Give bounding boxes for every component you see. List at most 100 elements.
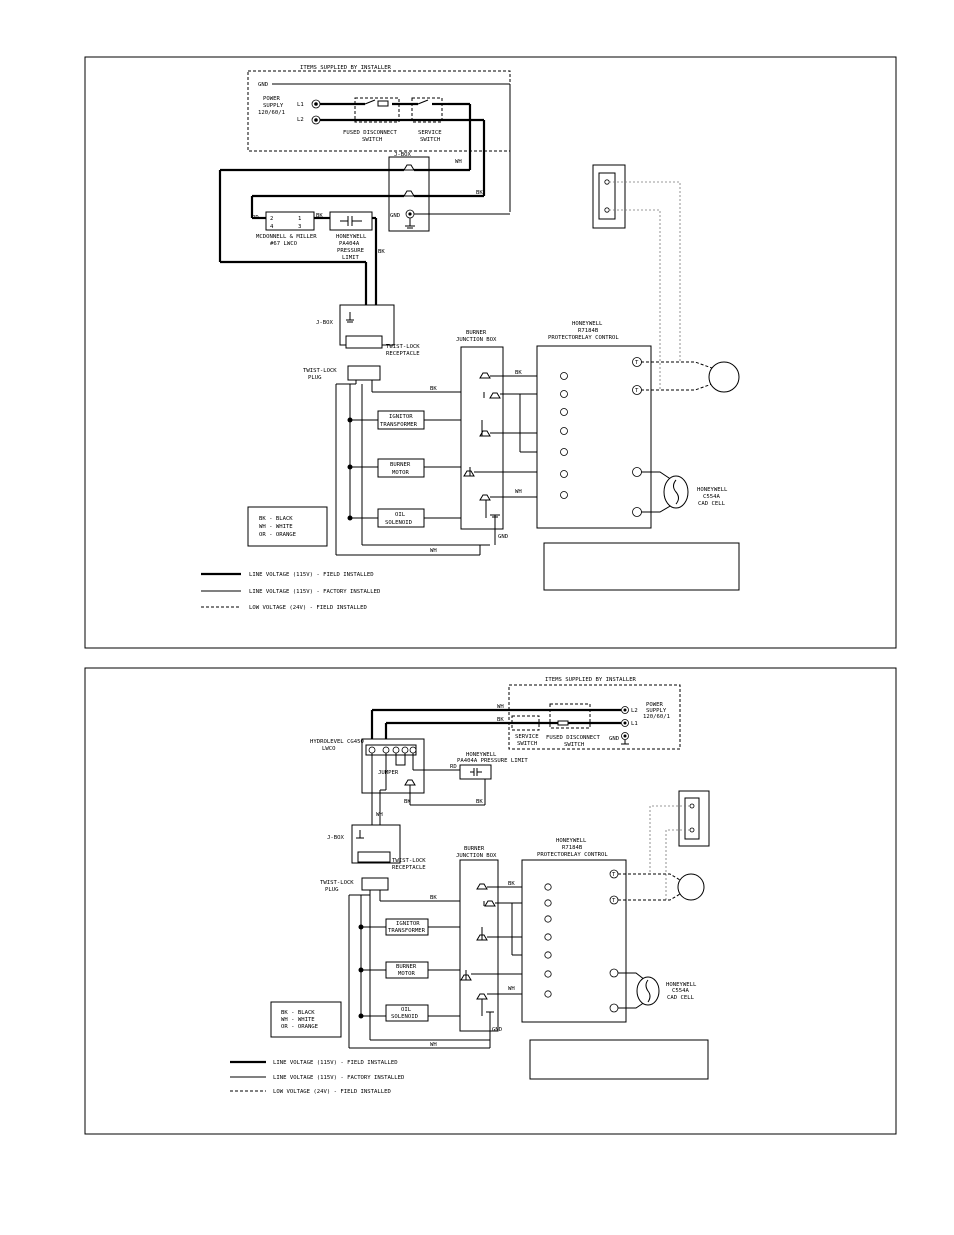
svg-text:PRESSURE: PRESSURE (337, 248, 365, 254)
svg-text:MCDONNELL & MILLER: MCDONNELL & MILLER (256, 234, 317, 240)
svg-text:PROTECTORELAY CONTROL: PROTECTORELAY CONTROL (548, 335, 619, 341)
gnd-label: GND (258, 82, 269, 88)
svg-text:T: T (612, 872, 616, 878)
svg-text:LINE VOLTAGE (115V) - FIELD IN: LINE VOLTAGE (115V) - FIELD INSTALLED (273, 1060, 398, 1066)
svg-text:JUMPER: JUMPER (378, 770, 399, 776)
twist-lock-receptacle-bottom (357, 851, 391, 863)
svg-text:120/60/1: 120/60/1 (258, 110, 285, 116)
svg-text:4: 4 (270, 224, 274, 230)
burner-motor-top (377, 458, 425, 478)
wire-nut (403, 190, 415, 197)
svg-text:WH: WH (497, 704, 504, 710)
oil-solenoid-bottom (385, 1004, 429, 1022)
svg-text:OIL: OIL (401, 1007, 412, 1013)
svg-text:WH: WH (455, 159, 462, 165)
diagram-top: ITEMS SUPPLIED BY INSTALLER GND POWER SU… (84, 56, 897, 649)
fused-disconnect-switch (354, 97, 400, 123)
svg-text:HONEYWELL: HONEYWELL (336, 234, 367, 240)
svg-text:WH: WH (430, 548, 437, 554)
color-legend-bottom (270, 1001, 342, 1038)
svg-text:BK: BK (430, 386, 437, 392)
svg-text:IGNITOR: IGNITOR (389, 414, 413, 420)
pressure-limit-bottom (459, 764, 492, 780)
svg-text:J-BOX: J-BOX (316, 320, 333, 326)
line-legend-factory: LINE VOLTAGE (115V) - FACTORY INSTALLED (249, 589, 381, 595)
power-supply-label: POWER (263, 96, 280, 102)
svg-text:BURNER: BURNER (464, 846, 485, 852)
twist-lock-plug-bottom (361, 877, 389, 891)
svg-text:BURNER: BURNER (390, 462, 411, 468)
svg-text:T: T (612, 898, 616, 904)
svg-text:BK - BLACK: BK - BLACK (281, 1010, 315, 1016)
svg-text:SWITCH: SWITCH (420, 137, 440, 143)
svg-text:PROTECTORELAY CONTROL: PROTECTORELAY CONTROL (537, 852, 608, 858)
svg-text:R7184B: R7184B (562, 845, 583, 851)
svg-text:BK: BK (378, 249, 385, 255)
svg-text:HONEYWELL: HONEYWELL (572, 321, 603, 327)
svg-text:PA404A PRESSURE LIMIT: PA404A PRESSURE LIMIT (457, 758, 528, 764)
svg-text:BK: BK (476, 190, 483, 196)
twist-lock-receptacle (345, 335, 383, 349)
svg-text:J-BOX: J-BOX (327, 835, 344, 841)
line-legend-field: LINE VOLTAGE (115V) - FIELD INSTALLED (249, 572, 374, 578)
svg-text:SERVICE: SERVICE (515, 734, 539, 740)
thermostat-circle (708, 361, 740, 393)
svg-text:C554A: C554A (703, 494, 720, 500)
svg-text:HONEYWELL: HONEYWELL (466, 752, 497, 758)
svg-text:GND: GND (390, 213, 401, 219)
svg-text:RECEPTACLE: RECEPTACLE (392, 865, 426, 871)
diagram-bottom-frame (84, 667, 897, 1135)
svg-text:JUNCTION BOX: JUNCTION BOX (456, 337, 497, 343)
svg-text:HONEYWELL: HONEYWELL (697, 487, 728, 493)
svg-text:JUNCTION BOX: JUNCTION BOX (456, 853, 497, 859)
svg-text:BK: BK (404, 799, 411, 805)
svg-text:120/60/1: 120/60/1 (643, 714, 670, 720)
line-legend-low: LOW VOLTAGE (24V) - FIELD INSTALLED (249, 605, 368, 611)
protectorelay-control-top (536, 345, 652, 529)
svg-text:OR - ORANGE: OR - ORANGE (259, 532, 297, 538)
svg-text:SWITCH: SWITCH (564, 742, 584, 748)
svg-text:OIL: OIL (395, 512, 406, 518)
svg-text:RECEPTACLE: RECEPTACLE (386, 351, 420, 357)
svg-text:FUSED DISCONNECT: FUSED DISCONNECT (343, 130, 398, 136)
svg-text:PA404A: PA404A (339, 241, 360, 247)
svg-text:IGNITOR: IGNITOR (396, 921, 420, 927)
svg-text:T: T (635, 388, 639, 394)
svg-text:PLUG: PLUG (308, 375, 322, 381)
svg-text:BK: BK (430, 895, 437, 901)
svg-text:SWITCH: SWITCH (517, 741, 537, 747)
svg-text:TWIST-LOCK: TWIST-LOCK (303, 368, 337, 374)
svg-text:HONEYWELL: HONEYWELL (556, 838, 587, 844)
svg-text:MOTOR: MOTOR (398, 971, 415, 977)
l2-label: L2 (297, 117, 304, 123)
svg-text:SWITCH: SWITCH (362, 137, 382, 143)
svg-text:BK: BK (316, 213, 323, 219)
protectorelay-control-bottom (521, 859, 627, 1023)
svg-text:HONEYWELL: HONEYWELL (666, 982, 697, 988)
svg-text:TRANSFORMER: TRANSFORMER (380, 422, 418, 428)
color-legend-top (247, 506, 328, 547)
svg-text:3: 3 (298, 224, 301, 230)
svg-text:BK: BK (508, 881, 515, 887)
l1-label: L1 (297, 102, 304, 108)
svg-text:WH - WHITE: WH - WHITE (281, 1017, 315, 1023)
svg-text:SOLENOID: SOLENOID (391, 1014, 419, 1020)
diagram-bottom: ITEMS SUPPLIED BY INSTALLER POWER SUPPLY… (84, 667, 897, 1135)
installer-supplied-label: ITEMS SUPPLIED BY INSTALLER (300, 65, 392, 71)
svg-text:TWIST-LOCK: TWIST-LOCK (320, 880, 354, 886)
svg-text:WH: WH (515, 489, 522, 495)
svg-text:TWIST-LOCK: TWIST-LOCK (386, 344, 420, 350)
svg-text:SUPPLY: SUPPLY (263, 103, 284, 109)
wire-nut (403, 164, 415, 171)
svg-text:L1: L1 (631, 721, 638, 727)
svg-text:LOW VOLTAGE (24V) - FIELD INST: LOW VOLTAGE (24V) - FIELD INSTALLED (273, 1089, 392, 1095)
svg-text:BK: BK (515, 370, 522, 376)
svg-text:GND: GND (498, 534, 509, 540)
svg-text:BURNER: BURNER (466, 330, 487, 336)
svg-text:CAD CELL: CAD CELL (667, 995, 695, 1001)
svg-text:OR - ORANGE: OR - ORANGE (281, 1024, 319, 1030)
jbox-top-label: J-BOX (394, 152, 411, 158)
svg-text:SERVICE: SERVICE (418, 130, 442, 136)
svg-text:C554A: C554A (672, 988, 689, 994)
